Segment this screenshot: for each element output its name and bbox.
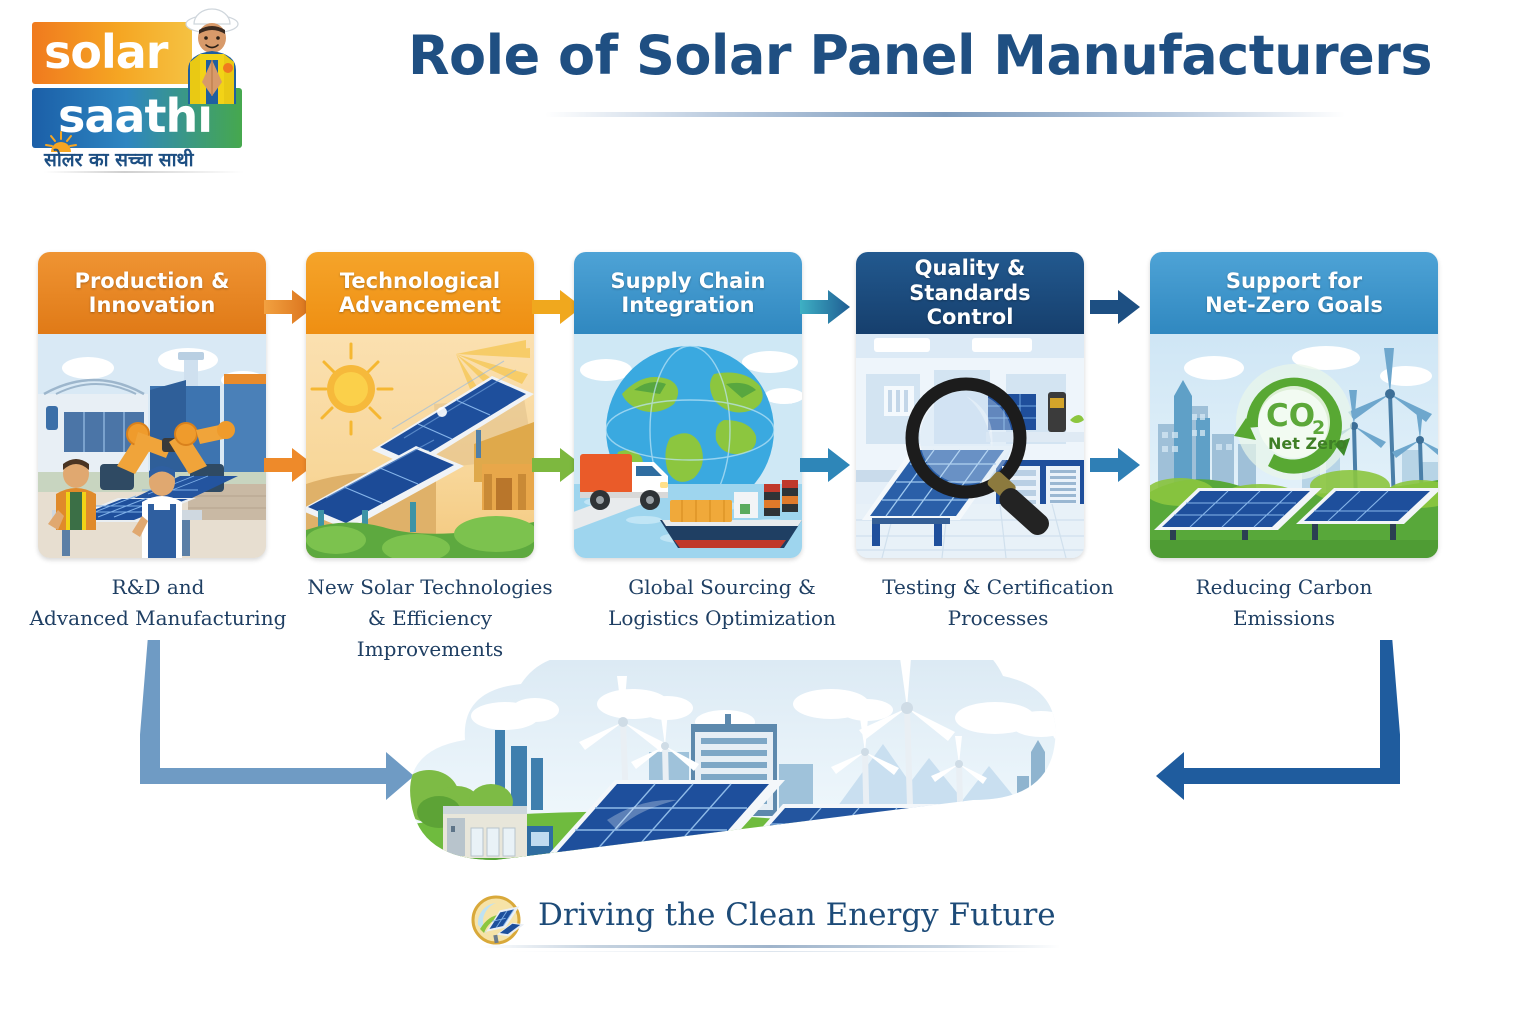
- logo-solar-bar: solar: [32, 22, 192, 84]
- stage-card-supply-chain-integration[interactable]: Supply Chain Integration: [574, 252, 802, 558]
- sunrise-solar-panels-image: [306, 334, 534, 558]
- flow-arrow-2-top: [532, 290, 582, 329]
- svg-text:Net Zero: Net Zero: [1268, 434, 1347, 453]
- co2-net-zero-city-turbines-image: CO 2 Net Zero: [1150, 334, 1438, 558]
- flow-arrow-4-bottom: [1090, 448, 1140, 487]
- stage-header-1: Production & Innovation: [38, 252, 266, 334]
- stage-caption-5: Reducing Carbon Emissions: [1195, 575, 1373, 630]
- sun-rays-icon: [44, 130, 78, 161]
- stage-header-3: Supply Chain Integration: [574, 252, 802, 334]
- solar-panel-badge-icon: [470, 895, 525, 945]
- lab-magnifier-solar-panel-image: [856, 334, 1084, 558]
- globe-truck-cargo-ship-image: [574, 334, 802, 558]
- footer-tagline-text: Driving the Clean Energy Future: [538, 897, 1056, 933]
- stage-header-5: Support for Net-Zero Goals: [1150, 252, 1438, 334]
- process-flow-row: Production & Innovation: [0, 252, 1536, 562]
- feedback-arrow-right: [1120, 636, 1404, 805]
- logo-underline: [44, 171, 244, 173]
- flow-arrow-3-top: [800, 290, 850, 329]
- worker-namaste-icon: [172, 8, 252, 106]
- stage-caption-2: New Solar Technologies & Efficiency Impr…: [307, 575, 553, 661]
- stage-card-technological-advancement[interactable]: Technological Advancement: [306, 252, 534, 558]
- page-title: Role of Solar Panel Manufacturers: [407, 24, 1433, 87]
- feedback-arrow-left: [136, 636, 420, 805]
- title-underline: [545, 112, 1345, 117]
- footer-rule-secondary: [510, 951, 1030, 952]
- flow-arrow-4-top: [1090, 290, 1140, 329]
- stage-header-4: Quality & Standards Control: [856, 252, 1084, 334]
- brand-logo: solar saathi: [22, 8, 272, 173]
- footer-tagline: Driving the Clean Energy Future: [470, 893, 1070, 955]
- stage-card-support-net-zero-goals[interactable]: Support for Net-Zero Goals: [1150, 252, 1438, 558]
- logo-saathi-text: saathi: [58, 89, 213, 143]
- stage-header-2: Technological Advancement: [306, 252, 534, 334]
- logo-hindi-tagline: सोलर का सच्चा साथी: [44, 149, 194, 171]
- stage-card-production-innovation[interactable]: Production & Innovation: [38, 252, 266, 558]
- flow-arrow-1-bottom: [264, 448, 314, 487]
- flow-arrow-2-bottom: [532, 448, 582, 487]
- svg-text:CO: CO: [1266, 398, 1315, 434]
- logo-solar-text: solar: [44, 25, 168, 79]
- factory-robotics-solar-assembly-image: [38, 334, 266, 558]
- stage-caption-3: Global Sourcing & Logistics Optimization: [608, 575, 836, 630]
- clean-energy-landscape-image: [395, 660, 1140, 875]
- svg-text:2: 2: [1312, 417, 1325, 439]
- stage-caption-4: Testing & Certification Processes: [882, 575, 1114, 630]
- stage-card-quality-standards-control[interactable]: Quality & Standards Control: [856, 252, 1084, 558]
- flow-arrow-3-bottom: [800, 448, 850, 487]
- flow-arrow-1-top: [264, 290, 314, 329]
- stage-caption-1: R&D and Advanced Manufacturing: [29, 575, 287, 630]
- footer-rule: [480, 945, 1060, 948]
